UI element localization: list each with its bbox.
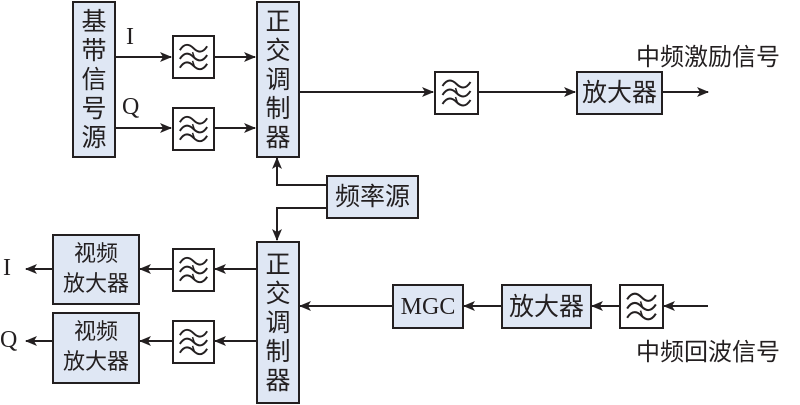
filter-icon [172, 320, 215, 364]
video-amp-q-block: 视频 放大器 [52, 312, 140, 384]
if-echo-input-label: 中频回波信号 [636, 338, 780, 366]
tx-q-label: Q [122, 94, 140, 120]
block-char: 制 [265, 337, 291, 366]
block-char: 制 [265, 94, 291, 123]
filter-tick [191, 51, 196, 59]
filter-symbol [179, 115, 208, 143]
tx-iq-modulator-block: 正交调制器 [256, 1, 300, 158]
block-char: 信 [81, 65, 107, 94]
filter-icon [619, 284, 664, 329]
filter-tick [191, 264, 196, 272]
filter-wave [626, 292, 657, 302]
filter-symbol [179, 256, 208, 284]
video-amp-line1: 视频 [73, 241, 118, 267]
video-amp-line1: 视频 [73, 320, 118, 345]
filter-icon [172, 248, 215, 292]
filter-icon [172, 35, 215, 79]
video-amp-line2: 放大器 [62, 350, 129, 375]
filter-symbol [179, 43, 208, 71]
filter-icon [172, 107, 215, 151]
filter-tick [191, 273, 196, 280]
filter-wave [179, 115, 208, 125]
rx-iq-demodulator-block: 正交调制器 [256, 241, 300, 404]
filter-wave [179, 256, 208, 266]
rx-q-label: Q [0, 327, 18, 353]
filter-wave [441, 79, 472, 89]
block-char: 调 [265, 308, 291, 337]
filter-symbol [626, 292, 657, 321]
video-amp-line2: 放大器 [62, 271, 129, 297]
if-excitation-output-label: 中频激励信号 [636, 43, 780, 71]
block-char: 器 [265, 366, 291, 395]
block-char: 调 [265, 65, 291, 94]
tx-amplifier-block: 放大器 [576, 71, 663, 115]
filter-wave [179, 43, 208, 53]
filter-symbol [179, 328, 208, 356]
filter-tick [191, 123, 196, 131]
video-amp-i-block: 视频 放大器 [52, 234, 140, 305]
wire-lo-to-rx-mod [272, 207, 326, 241]
filter-tick [191, 60, 196, 67]
mgc-block: MGC [392, 284, 464, 329]
baseband-source-block: 基带信号源 [72, 1, 116, 158]
block-char: 源 [81, 123, 107, 152]
filter-tick [454, 87, 459, 95]
block-char: 器 [265, 123, 291, 152]
filter-symbol [441, 79, 472, 107]
rx-i-label: I [3, 255, 11, 281]
filter-tick [639, 310, 644, 317]
rx-amplifier-block: 放大器 [501, 284, 592, 329]
block-char: 正 [265, 250, 291, 279]
filter-tick [639, 301, 644, 308]
filter-tick [191, 336, 196, 344]
block-char: 带 [81, 36, 107, 65]
block-char: 交 [265, 36, 291, 65]
tx-i-label: I [126, 24, 134, 50]
block-char: 号 [81, 94, 107, 123]
filter-tick [191, 132, 196, 139]
wire-lo-to-tx-mod [272, 157, 326, 186]
filter-wave [179, 328, 208, 338]
filter-tick [191, 345, 196, 352]
frequency-source-block: 频率源 [326, 175, 419, 219]
block-char: 交 [265, 279, 291, 308]
block-char: 正 [265, 7, 291, 36]
block-char: 基 [81, 7, 107, 36]
filter-icon [434, 71, 479, 115]
filter-tick [454, 96, 459, 104]
